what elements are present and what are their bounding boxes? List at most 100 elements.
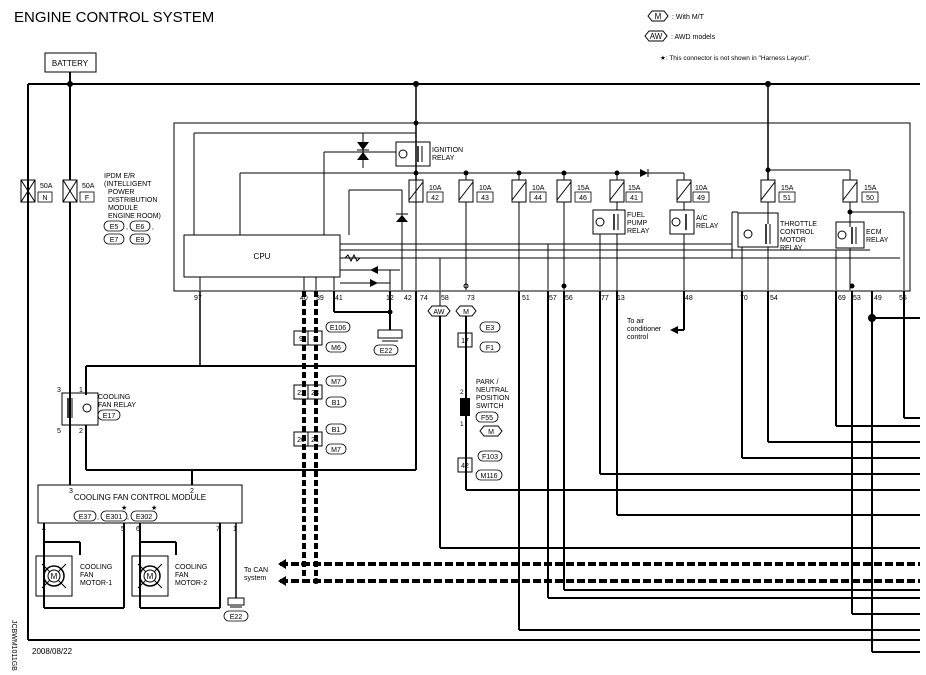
fuse-10a-42: 10A 42 [408,179,444,203]
fuse-15a-46: 15A 46 [556,179,592,203]
joint-20-21: 20 21 B1 M7 [293,423,347,455]
diagram-date: 2008/08/22 [32,647,73,656]
legend: M : With M/T AW : AWD models ★: This con… [644,10,811,62]
legend-mt-tag: M [655,12,662,21]
svg-text:FUEL: FUEL [627,212,645,219]
fuse-50a-f-amp: 50A [82,183,95,190]
svg-text:2: 2 [190,488,194,495]
ipdm-box [173,122,911,292]
svg-text:E106: E106 [330,325,346,332]
connector-f1: F1 [486,345,494,352]
svg-text:41: 41 [630,195,638,202]
svg-text:ECM: ECM [866,229,882,236]
svg-text:10A: 10A [532,185,545,192]
svg-text:58: 58 [441,295,449,302]
fuse-10a-44: 10A 44 [511,179,547,203]
svg-text:51: 51 [522,295,530,302]
svg-text:FAN: FAN [80,572,94,579]
fuse-50a-n [20,179,36,203]
ignition-relay-label: IGNITION [432,147,463,154]
svg-text:73: 73 [467,295,475,302]
svg-text:M7: M7 [331,447,341,454]
diagram-code: JCBWM1011GB [10,620,17,671]
fuse-50a-n-id: N [42,195,47,202]
svg-text:70: 70 [740,295,748,302]
connector-m116: M116 [481,473,498,480]
cooling-fan-motor-2: M COOLING FAN MOTOR-2 [131,555,207,597]
svg-text:,: , [127,514,129,521]
svg-text:MOTOR: MOTOR [780,237,806,244]
fuse-10a-43: 10A 43 [458,179,494,203]
connector-e22: E22 [380,348,393,355]
svg-text:57: 57 [549,295,557,302]
svg-text:MOTOR-2: MOTOR-2 [175,580,207,587]
svg-text:49: 49 [874,295,882,302]
svg-text:22: 22 [297,390,305,397]
park-neutral-label: PARK / [476,379,498,386]
svg-text:15A: 15A [628,185,641,192]
svg-text:E6: E6 [136,224,145,231]
svg-text:COOLING: COOLING [175,564,207,571]
ground-e22 [377,329,403,339]
connector-f103: F103 [482,454,498,461]
svg-text:42: 42 [404,295,412,302]
svg-text:50: 50 [866,195,874,202]
svg-text:17: 17 [461,338,469,345]
svg-text:9: 9 [299,336,303,343]
joint-9-8: 9 8 E106 M6 [293,321,351,353]
fuel-pump-relay [592,209,626,235]
svg-text:42: 42 [461,463,469,470]
legend-star-note: ★: This connector is not shown in "Harne… [660,54,811,62]
svg-text:15A: 15A [781,185,794,192]
fuse-10a-49: 10A 49 [676,179,710,203]
svg-text:51: 51 [783,195,791,202]
svg-text:M: M [51,572,58,581]
svg-text:PUMP: PUMP [627,220,648,227]
svg-text:MODULE: MODULE [108,205,138,212]
svg-text:74: 74 [420,295,428,302]
legend-awd-tag-shape [644,30,668,42]
tag-m [455,305,477,317]
svg-text:56: 56 [565,295,573,302]
svg-text:E301: E301 [106,514,122,521]
svg-text:NEUTRAL: NEUTRAL [476,387,509,394]
tag-aw [427,305,451,317]
svg-text:10A: 10A [479,185,492,192]
svg-text:2: 2 [79,428,83,435]
module-title: COOLING FAN CONTROL MODULE [74,493,206,502]
legend-awd-text: : AWD models [671,34,716,41]
svg-text:E5: E5 [110,224,119,231]
svg-text:FAN RELAY: FAN RELAY [98,402,136,409]
svg-text:control: control [627,334,648,341]
park-neutral-switch [460,398,470,416]
svg-text:,: , [152,224,154,231]
svg-text:15A: 15A [577,185,590,192]
cooling-fan-motor-1: M COOLING FAN MOTOR-1 [35,555,112,597]
svg-text:MOTOR-1: MOTOR-1 [80,580,112,587]
svg-text:3: 3 [57,387,61,394]
svg-text:1: 1 [79,387,83,394]
fuse-15a-51: 15A 51 [760,179,796,203]
fuse-50a-n-amp: 50A [40,183,53,190]
connector-e17: E17 [103,413,116,420]
connector-e22-bottom: E22 [230,614,243,621]
svg-text:M7: M7 [331,379,341,386]
svg-text:F55: F55 [481,415,493,422]
svg-text:49: 49 [697,195,705,202]
svg-text:13: 13 [617,295,625,302]
svg-text:42: 42 [431,195,439,202]
svg-text:8: 8 [313,336,317,343]
outgoing-harness [518,234,920,653]
cooling-fan-relay-label: COOLING [98,394,130,401]
svg-text:AW: AW [433,309,444,316]
svg-text:E302: E302 [136,514,152,521]
svg-text:M: M [147,572,154,581]
svg-text:15A: 15A [864,185,877,192]
legend-awd-tag: AW [650,32,663,41]
svg-text:SWITCH: SWITCH [476,403,504,410]
svg-text:54: 54 [770,295,778,302]
legend-mt-tag-shape [647,10,669,22]
svg-text:B1: B1 [332,427,341,434]
fuse-50a-f-id: F [85,195,89,202]
